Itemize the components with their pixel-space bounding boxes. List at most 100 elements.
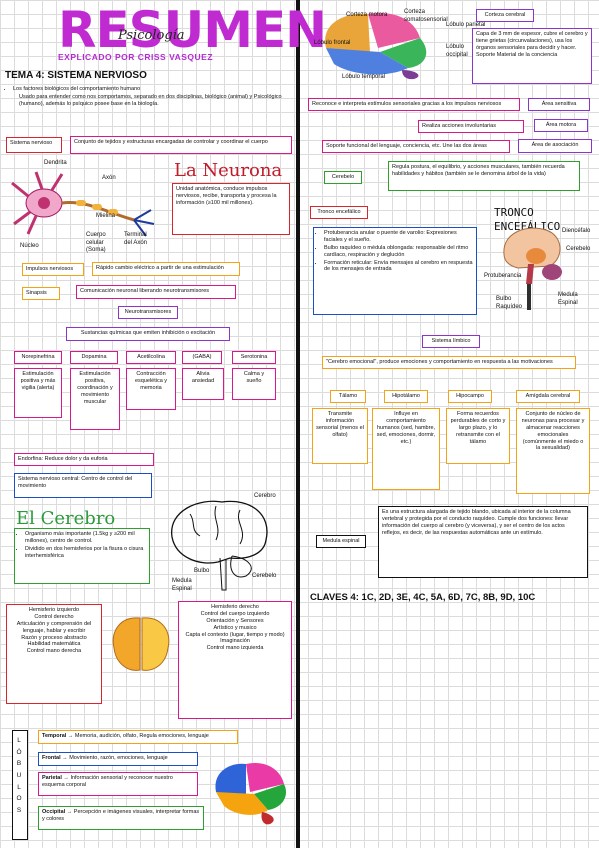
- brain-label: Medula Espinal: [172, 578, 192, 592]
- hemi-item: Control del cuerpo izquierdo: [200, 610, 270, 617]
- impulsos-label: Impulsos nerviosos: [22, 263, 84, 276]
- neuron-label: Terminal del Axón: [124, 232, 148, 246]
- limbico-quote: "Cerebro emocional", produce emociones y…: [322, 356, 576, 369]
- sinapsis-label: Sinapsis: [22, 287, 60, 300]
- limbico-name: Hipocampo: [448, 390, 492, 403]
- lobulo-row: Parietal → Información sensorial y recon…: [38, 772, 198, 796]
- hemi-item: Articulación y comprensión del lenguaje,…: [16, 620, 92, 634]
- cerebro-title: El Cerebro: [16, 508, 116, 529]
- hemi-item: Habilidad matemática: [27, 641, 81, 648]
- nt-name: Dopamina: [70, 351, 118, 364]
- corteza-def: Capa de 3 mm de espesor, cubre el cerebr…: [472, 28, 592, 84]
- intro-bullet: Los factores biológicos del comportamien…: [13, 86, 291, 93]
- hemi-item: Razón y proceso abstracto: [21, 634, 87, 641]
- tronco-box: Protuberancia anular o puente de varolio…: [313, 227, 477, 315]
- nt-desc: Calma y sueño: [232, 368, 276, 400]
- area-desc: Soporte funcional del lenguaje, concienc…: [322, 140, 510, 153]
- sn-def: Conjunto de tejidos y estructuras encarg…: [70, 136, 292, 154]
- hemi-item: Artístico y musico: [213, 624, 257, 631]
- lobulo-name: Frontal: [42, 755, 61, 761]
- neuron-label: Mielina: [96, 213, 116, 219]
- subtitle: EXPLICADO POR CRISS VASQUEZ: [58, 52, 214, 62]
- hemi-item: Imaginación: [220, 638, 250, 645]
- medula-label: Medula espinal: [316, 535, 366, 548]
- hemi-item: Control mano derecha: [26, 648, 82, 655]
- limbico-desc: Forma recuerdos perdurables de corto y l…: [446, 408, 510, 464]
- brainstem-label: Cerebelo: [566, 246, 591, 252]
- topic-heading: TEMA 4: SISTEMA NERVIOSO: [5, 70, 147, 81]
- neuron-label: Axón: [102, 175, 116, 181]
- hemi-item: Control mano izquierda: [206, 645, 264, 652]
- lobulo-row: Occipital → Percepción e imágenes visual…: [38, 806, 204, 830]
- limbico-desc: Transmite información sensorial (menos e…: [312, 408, 368, 464]
- tronco-item: Protuberancia anular o puente de varolio…: [324, 230, 473, 244]
- area-name: Área de asociación: [518, 139, 592, 153]
- lobulo-desc: Movimiento, razón, emociones, lenguaje: [69, 755, 168, 761]
- hemi-der-title: Hemisferio derecho: [211, 604, 259, 610]
- cortex-label: Lóbulo occipital: [446, 44, 468, 58]
- sinapsis-def: Comunicación neuronal liberando neurotra…: [76, 285, 236, 299]
- neuron-diagram: [11, 171, 155, 237]
- brainstem-label: Diencéfalo: [562, 228, 591, 234]
- lobulo-desc: Percepción e imágenes visuales, interpre…: [42, 809, 200, 822]
- snc-def: Sistema nervioso central: Centro de cont…: [14, 473, 152, 498]
- lobulo-name: Parietal: [42, 775, 62, 781]
- brain-label: Cerebelo: [252, 573, 277, 579]
- lobulo-desc: Información sensorial y reconocer nuestr…: [42, 775, 173, 788]
- neuron-def: Unidad anatómica, conduce impulsos nervi…: [172, 183, 290, 235]
- nt-def: Sustancias químicas que emiten inhibició…: [66, 327, 230, 341]
- cerebro-box: Organismo más importante (1.5kg y ≥200 m…: [14, 528, 150, 584]
- limbico-name: Amígdala cerebral: [516, 390, 580, 403]
- brain-label: Bulbo: [194, 568, 210, 574]
- column-divider: [296, 0, 300, 848]
- intro: Los factores biológicos del comportamien…: [6, 86, 291, 109]
- nt-name: Norepinefrina: [14, 351, 62, 364]
- lobulo-desc: Memoria, audición, olfato, Regula emocio…: [74, 733, 209, 739]
- hemi-item: Orientación y Sensores: [206, 617, 264, 624]
- neuron-title: La Neurona: [174, 160, 283, 181]
- nt-name: Serotonina: [232, 351, 276, 364]
- cortex-label: Corteza somatosensorial: [404, 9, 448, 23]
- page-title: RESUMEN: [58, 1, 327, 59]
- brain-label: Cerebro: [254, 493, 276, 499]
- endorfina: Endorfina: Reduce dolor y da euforia: [14, 453, 154, 466]
- lobulo-name: Occipital: [42, 809, 66, 815]
- lobulo-row: Frontal → Movimiento, razón, emociones, …: [38, 752, 198, 766]
- medula-def: Es una estructura alargada de tejido bla…: [378, 506, 588, 578]
- limbico-name: Tálamo: [330, 390, 366, 403]
- area-name: Área motora: [534, 119, 588, 132]
- lobes-brain-icon: [215, 762, 287, 825]
- neuron-label: Cuerpo celular (Soma): [86, 232, 106, 253]
- hemi-item: Capta el contexto (lugar, tiempo y modo): [185, 631, 285, 638]
- nt-row: Norepinefrina Estimulación positiva y má…: [6, 348, 292, 446]
- nt-name: Acetilcolina: [126, 351, 176, 364]
- nt-name: (GABA): [182, 351, 222, 364]
- tronco-label: Tronco encefálico: [310, 206, 368, 219]
- area-desc: Realiza acciones involuntarias: [418, 120, 524, 133]
- area-name: Área sensitiva: [528, 98, 590, 111]
- corteza-label: Corteza cerebral: [476, 9, 534, 22]
- cortex-label: Corteza motora: [346, 12, 388, 18]
- brain-hemispheres-icon: [112, 617, 170, 671]
- cerebelo-def: Regula postura, el equilibrio, y accione…: [388, 161, 580, 191]
- impulsos-def: Rápido cambio eléctrico a partir de una …: [92, 262, 240, 276]
- cerebro-bullet: Organismo más importante (1.5kg y ≥200 m…: [25, 531, 146, 545]
- nt-desc: Estimulación positiva y más vigilia (ale…: [14, 368, 62, 418]
- limbico-desc: Conjunto de núcleo de neuronas para proc…: [516, 408, 590, 494]
- sn-label: Sistema nervioso: [6, 137, 62, 153]
- tronco-item: Formación reticular: Envía mensajes al c…: [324, 260, 473, 274]
- cortex-label: Lóbulo temporal: [342, 74, 386, 80]
- hemi-item: Control derecho: [34, 613, 74, 620]
- lobulos-vertical: LÓBULOS: [12, 730, 28, 840]
- claves: CLAVES 4: 1C, 2D, 3E, 4C, 5A, 6D, 7C, 8B…: [310, 592, 536, 603]
- cortex-brain-icon: [325, 13, 427, 80]
- nt-desc: Alivia ansiedad: [182, 368, 224, 400]
- hemi-der: Hemisferio derecho Control del cuerpo iz…: [178, 601, 292, 719]
- area-desc: Reconoce e interpreta estímulos sensoria…: [308, 98, 520, 111]
- intro-bullet: Usado para entender como nos comportamos…: [19, 93, 282, 107]
- cortex-label: Lóbulo parietal: [446, 22, 486, 28]
- cortex-label: Lóbulo frontal: [314, 40, 351, 46]
- lobulo-name: Temporal: [42, 733, 67, 739]
- title-script: Psicología: [118, 28, 185, 43]
- limbico-label: Sistema límbico: [422, 335, 480, 348]
